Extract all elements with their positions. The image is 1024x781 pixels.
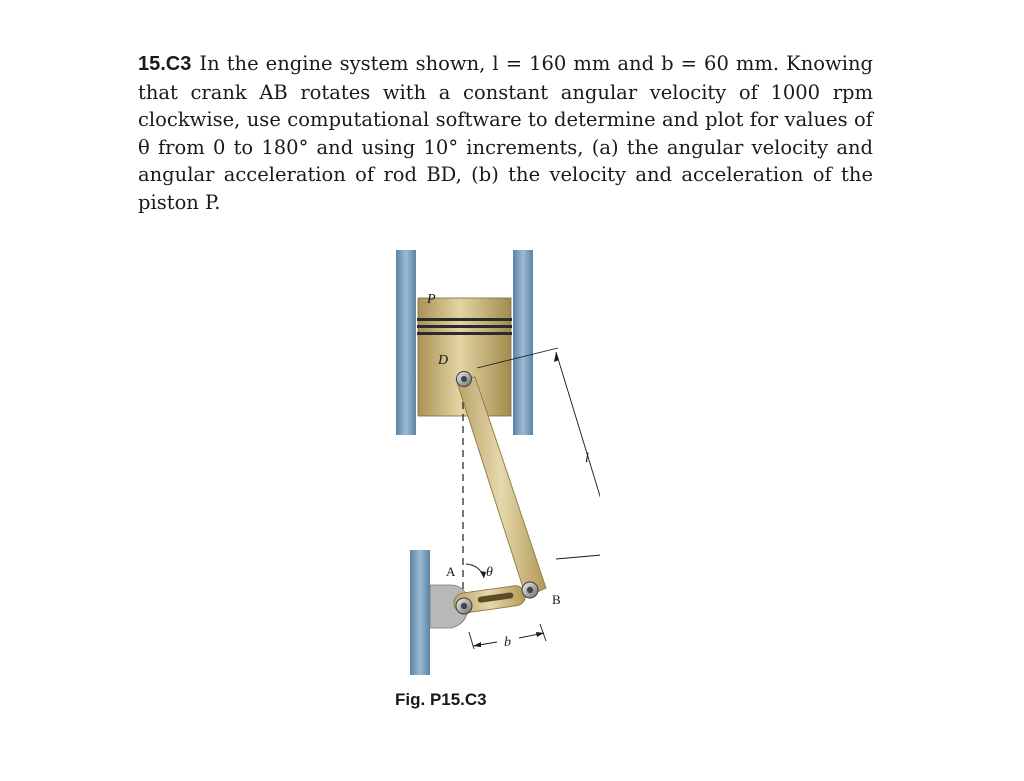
dim-b-tick-left [468,631,475,650]
label-crank-b: b [504,635,511,650]
dim-b-arrow-right [536,632,544,637]
label-a: A [446,564,456,579]
theta-arrow [480,571,486,578]
dim-l-ext-top [476,347,559,369]
label-l: l [585,451,589,466]
figure-caption: Fig. P15.C3 [395,690,487,709]
piston-ring-3 [417,332,512,335]
label-theta: θ [486,565,493,580]
problem-number: 15.C3 [138,53,192,75]
engine-figure: P D l A θ B b [396,250,600,675]
piston-ring-1 [417,318,512,321]
theta-arc [465,563,485,579]
base-wall [410,550,430,675]
dim-l-ext-bottom [555,554,600,560]
problem-text: In the engine system shown, l = 160 mm a… [138,52,873,214]
dim-l-arrow-top [554,352,559,362]
dim-b-tick-right [539,623,547,642]
cylinder-wall-left [396,250,416,435]
label-p: P [426,292,436,307]
dim-b-arrow-left [473,642,481,647]
cylinder-wall-right [513,250,533,435]
piston-ring-2 [417,325,512,328]
crank-slot [477,592,514,603]
dim-l-line [555,351,600,498]
label-b: B [552,592,561,607]
label-d: D [437,353,448,368]
